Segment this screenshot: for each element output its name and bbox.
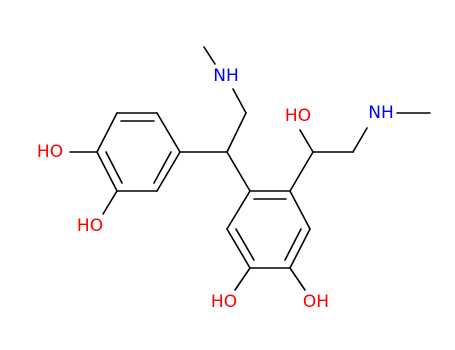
atom-label-nh-right: NH — [368, 103, 394, 123]
bond-ch-ch2 — [226, 112, 247, 153]
oh-bottom-left-text: HO — [211, 292, 237, 312]
nh-right-text: NH — [368, 103, 394, 123]
nh-top-text: NH — [213, 66, 239, 86]
atom-label-oh-center-top: HO — [285, 106, 311, 126]
bond-r2-r3 — [289, 190, 311, 230]
double-bond-l4-l5 — [105, 151, 123, 184]
oh-top-left-text: HO — [37, 142, 63, 162]
bond-choh-oh — [299, 129, 314, 153]
bond-r5-oh — [234, 267, 251, 291]
bond-l4-l5 — [96, 151, 118, 192]
atom-label-oh-bottom-right: OH — [303, 292, 329, 312]
double-bond-r3-r4 — [284, 228, 302, 261]
atom-label-nh-top: NH — [213, 66, 239, 86]
bond-r4-oh — [289, 267, 306, 291]
bond-l5-oh — [102, 190, 118, 215]
double-bond-l6-l1 — [153, 151, 172, 184]
atom-label-oh-bottom-left: HO — [211, 292, 237, 312]
oh-center-top-text: HO — [285, 106, 311, 126]
double-bond-r5-r6 — [235, 228, 255, 261]
bond-r3-r4 — [289, 228, 311, 269]
bond-r5-r6 — [226, 228, 251, 269]
bond-nh-ch3 — [203, 46, 216, 65]
bond-ch2-nh — [232, 88, 247, 114]
atom-label-oh-top-left: HO — [37, 142, 63, 162]
bond-r6-r1 — [226, 190, 251, 230]
oh-bottom-right-text: OH — [303, 292, 329, 312]
bond-l3-l4 — [96, 112, 118, 153]
right-ring — [226, 190, 311, 269]
bond-l1-l2 — [156, 112, 181, 153]
oh-left-lower-text: HO — [77, 216, 103, 236]
bond-l6-l1 — [156, 151, 181, 192]
bond-ch2-nh2 — [352, 127, 368, 153]
bond-ch-r1 — [226, 151, 251, 192]
atom-label-oh-left-lower: HO — [77, 216, 103, 236]
left-ring — [96, 112, 181, 192]
bond-r2-choh — [289, 151, 314, 192]
